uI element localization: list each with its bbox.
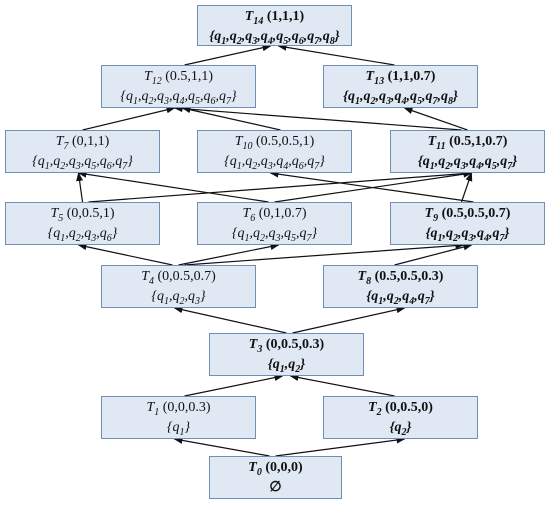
- edge-t5-t7: [76, 172, 84, 203]
- edge-t13-t14: [277, 43, 395, 66]
- node-title: T3 (0,0.5,0.3): [248, 337, 325, 355]
- node-t0: T0 (0,0,0) ∅: [209, 456, 342, 499]
- edge-t0-t2: [275, 436, 406, 457]
- node-set: {q1,q2,q3,q5,q6,q7}: [32, 154, 133, 173]
- edge-t0-t1: [173, 436, 270, 457]
- node-set: {q1,q2}: [267, 357, 306, 376]
- edge-t8-t9: [394, 243, 473, 266]
- node-set: {q1,q2,q3}: [151, 289, 206, 308]
- edge-t3-t4: [173, 306, 287, 334]
- edge-t9-t10: [269, 170, 474, 203]
- node-set: {q1,q2,q3,q5,q7}: [231, 226, 318, 245]
- node-title: T13 (1,1,0.7): [365, 69, 436, 87]
- node-t13: T13 (1,1,0.7) {q1,q2,q3,q4,q5,q7,q8}: [323, 65, 478, 108]
- node-t11: T11 (0.5,1,0.7) {q1,q2,q3,q4,q5,q7}: [390, 130, 545, 173]
- node-t4: T4 (0,0.5,0.7) {q1,q2,q3}: [101, 265, 256, 308]
- node-t2: T2 (0,0.5,0) {q2}: [323, 396, 478, 439]
- edge-t11-t12: [173, 105, 462, 131]
- node-title: T11 (0.5,1,0.7): [427, 134, 508, 152]
- node-t9: T9 (0.5,0.5,0.7) {q1,q2,q3,q4,q7}: [390, 202, 545, 245]
- node-t6: T6 (0,1,0.7) {q1,q2,q3,q5,q7}: [197, 202, 352, 245]
- node-title: T5 (0,0.5,1): [50, 206, 115, 224]
- node-title: T14 (1,1,1): [244, 9, 305, 27]
- edge-t4-t6: [178, 243, 280, 266]
- edge-t5-t11: [88, 170, 473, 203]
- edge-t3-t8: [292, 306, 406, 334]
- node-set: {q1,q2,q3,q4,q5,q7,q8}: [343, 89, 458, 108]
- node-title: T6 (0,1,0.7): [242, 206, 307, 224]
- node-t8: T8 (0.5,0.5,0.3) {q1,q2,q4,q7}: [323, 265, 478, 308]
- node-set: {q1,q2,q3,q6}: [47, 226, 118, 245]
- node-set: {q1}: [166, 420, 191, 439]
- edge-t6-t7: [77, 170, 269, 203]
- node-set: ∅: [269, 480, 282, 496]
- node-title: T8 (0.5,0.5,0.3): [357, 269, 444, 287]
- edge-t7-t12: [82, 106, 176, 131]
- node-set: {q1,q2,q4,q7}: [366, 289, 435, 308]
- node-title: T0 (0,0,0): [248, 460, 303, 478]
- edge-t10-t12: [181, 106, 281, 131]
- node-set: {q1,q2,q3,q4,q6,q7}: [224, 154, 325, 173]
- node-set: {q1,q2,q3,q4,q5,q7}: [417, 154, 518, 173]
- node-set: {q2}: [389, 420, 412, 439]
- node-title: T9 (0.5,0.5,0.7): [424, 206, 511, 224]
- node-set: {q1,q2,q3,q4,q5,q6,q7}: [120, 89, 237, 108]
- node-t5: T5 (0,0.5,1) {q1,q2,q3,q6}: [5, 202, 160, 245]
- edge-t2-t3: [289, 374, 395, 397]
- edge-t4-t5: [77, 243, 173, 266]
- edge-t4-t9: [184, 242, 465, 266]
- edge-t12-t14: [184, 44, 272, 66]
- node-t7: T7 (0,1,1) {q1,q2,q3,q5,q6,q7}: [5, 130, 160, 173]
- edge-t9-t11: [460, 172, 473, 203]
- node-t10: T10 (0.5,0.5,1) {q1,q2,q3,q4,q6,q7}: [197, 130, 352, 173]
- node-title: T10 (0.5,0.5,1): [234, 134, 315, 152]
- node-t14: T14 (1,1,1) {q1,q2,q3,q4,q5,q6,q7,q8}: [197, 5, 352, 48]
- node-title: T7 (0,1,1): [55, 134, 110, 152]
- edge-t1-t3: [184, 374, 284, 397]
- node-title: T12 (0.5,1,1): [143, 69, 214, 87]
- node-title: T4 (0,0.5,0.7): [141, 269, 216, 287]
- node-t12: T12 (0.5,1,1) {q1,q2,q3,q4,q5,q6,q7}: [101, 65, 256, 108]
- node-title: T2 (0,0.5,0): [368, 400, 433, 418]
- node-title: T1 (0,0,0.3): [146, 400, 211, 418]
- node-t3: T3 (0,0.5,0.3) {q1,q2}: [209, 333, 364, 376]
- node-set: {q1,q2,q3,q4,q7}: [425, 226, 510, 245]
- edge-t11-t13: [403, 107, 468, 131]
- node-set: {q1,q2,q3,q4,q5,q6,q7,q8}: [209, 29, 340, 48]
- node-t1: T1 (0,0,0.3) {q1}: [101, 396, 256, 439]
